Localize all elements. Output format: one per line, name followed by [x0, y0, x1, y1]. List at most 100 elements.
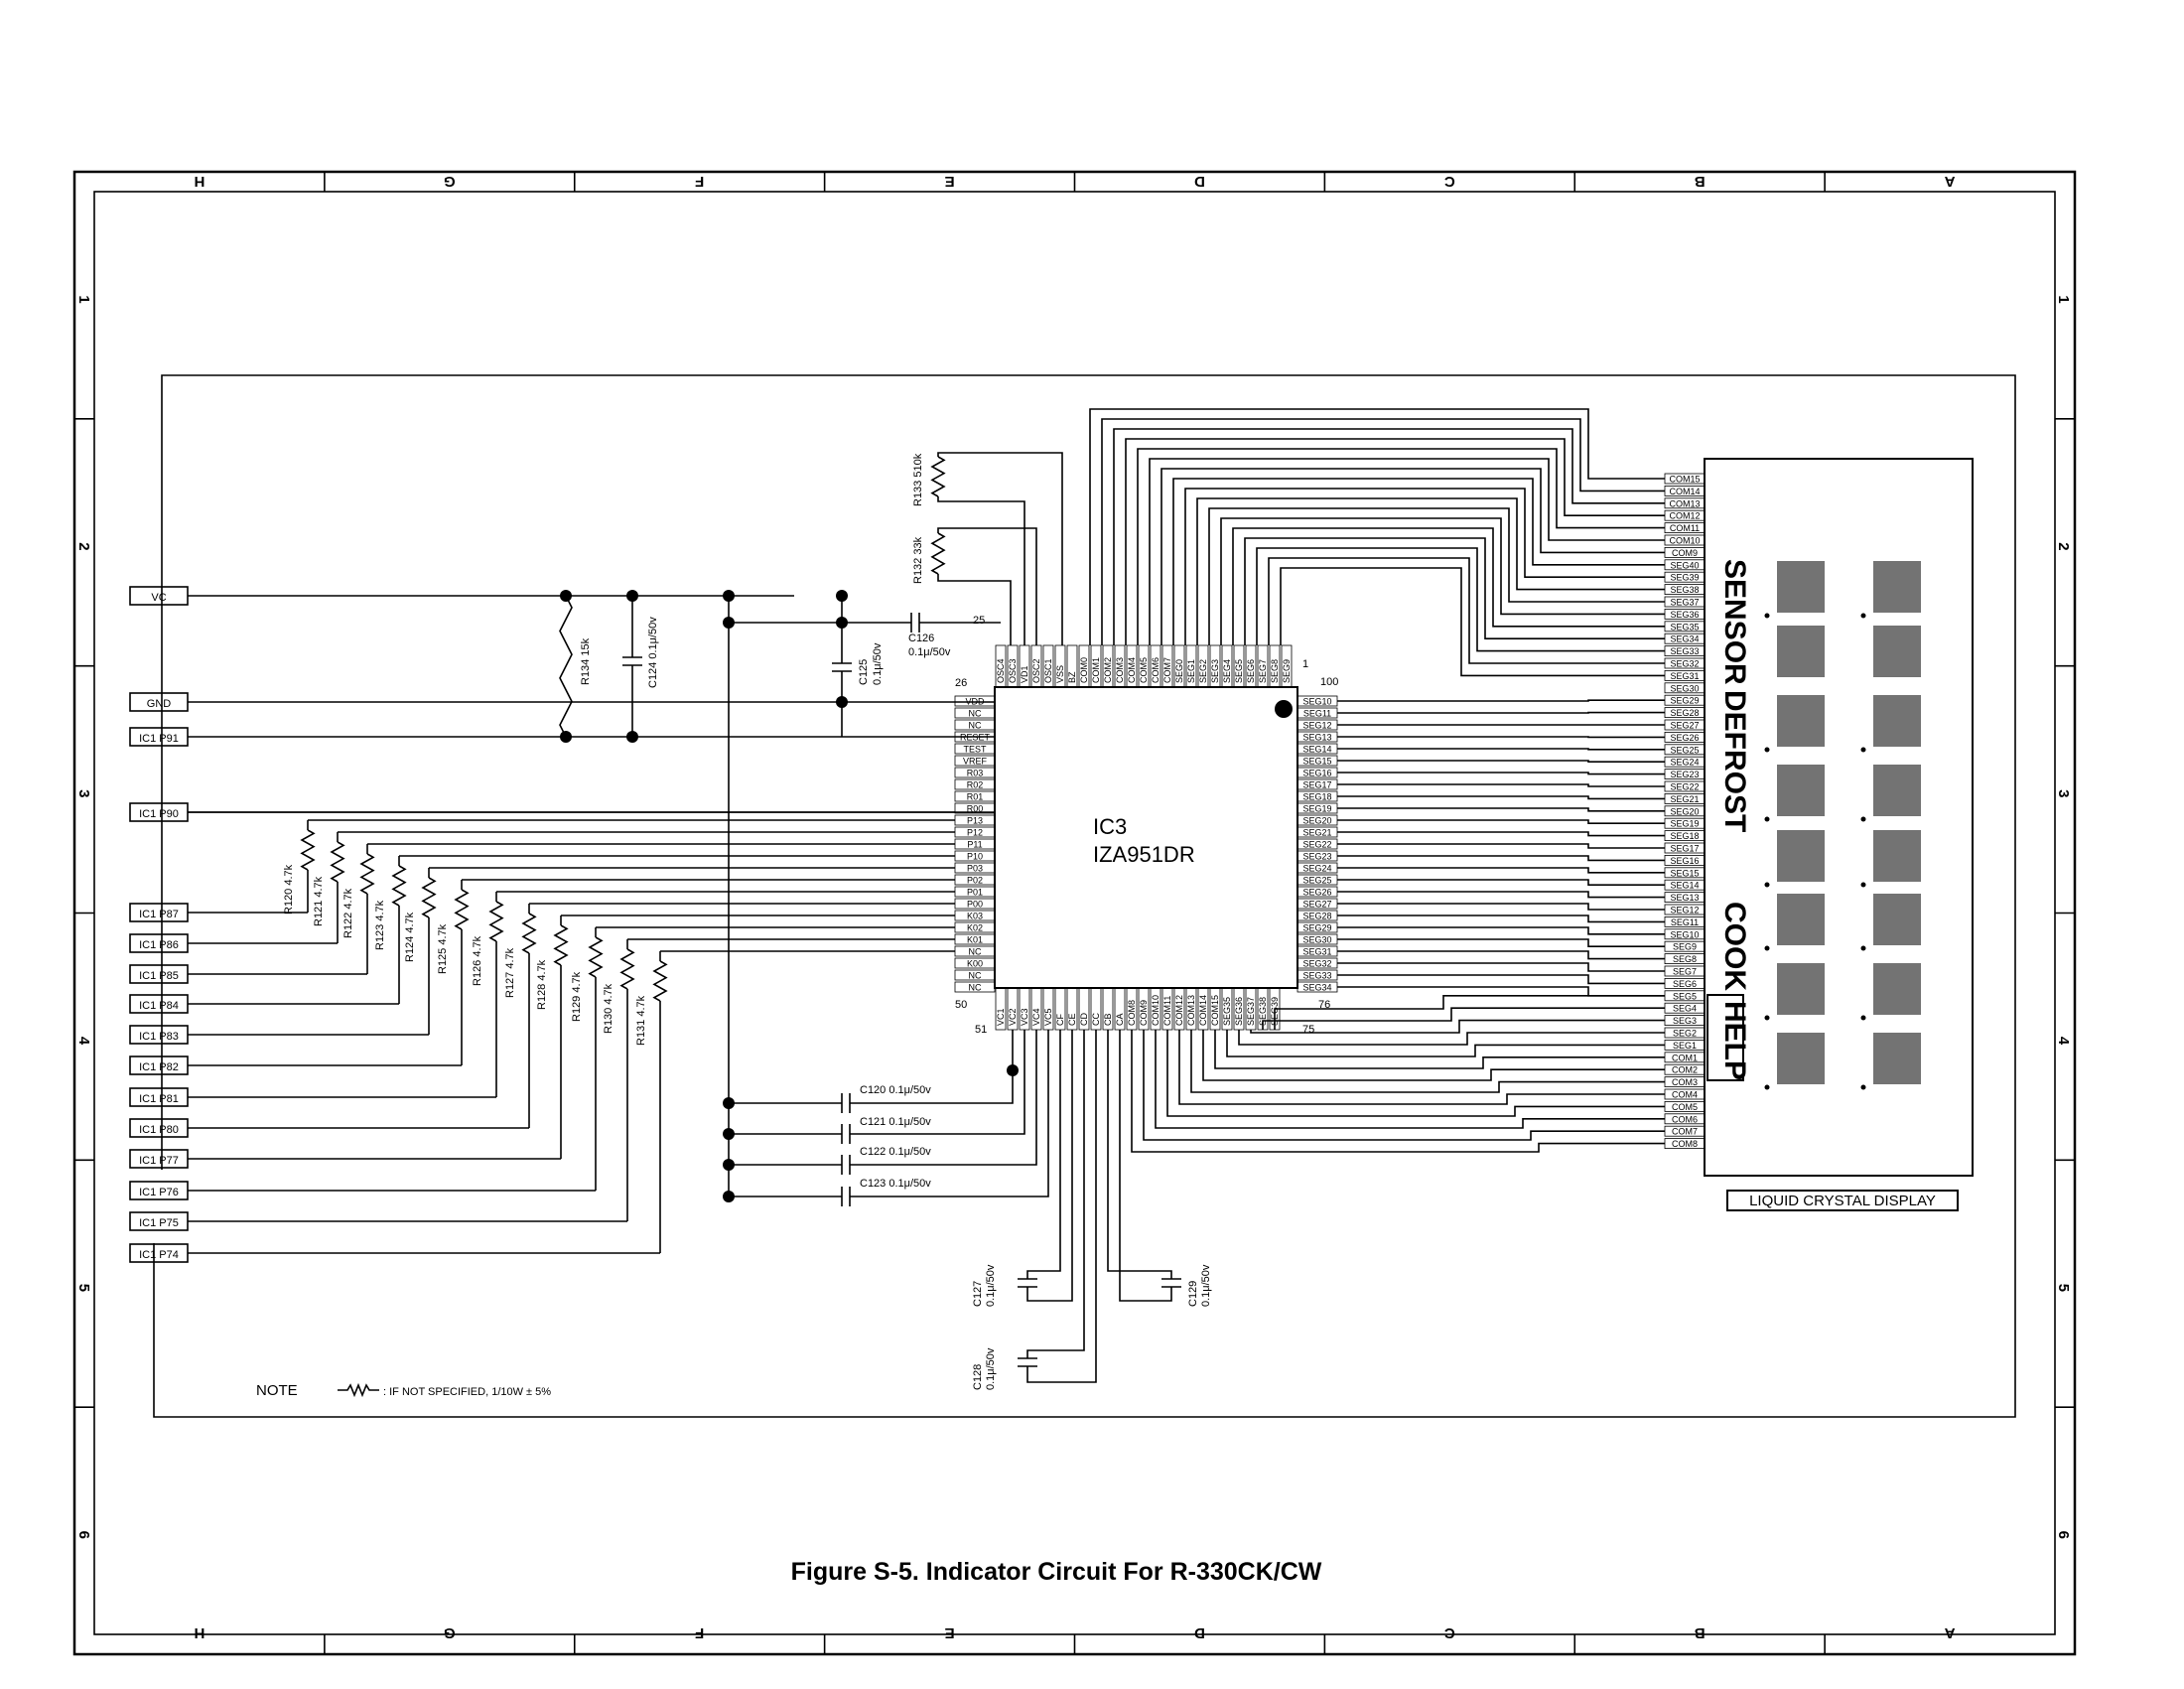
lcd-text-help: HELP	[1718, 1001, 1751, 1080]
lcd-digit-block	[1777, 765, 1825, 816]
zone-col-top: A	[1944, 173, 1955, 190]
ic-right-pin: SEG21	[1302, 828, 1331, 838]
ic-to-lcd-seg	[1337, 749, 1665, 750]
ic-bottom-pin: CB	[1103, 1013, 1113, 1026]
junction-dot	[560, 731, 572, 743]
c129-lead	[1120, 1030, 1171, 1301]
lcd-pin: COM10	[1669, 536, 1700, 546]
ic-right-pin: SEG19	[1302, 804, 1331, 814]
lcd-pin: SEG21	[1670, 794, 1699, 804]
lcd-pin: COM1	[1672, 1053, 1698, 1062]
ic-left-pin: P11	[967, 840, 982, 850]
ladder-resistor	[423, 878, 435, 917]
ic-right-pin: SEG10	[1302, 697, 1331, 707]
lcd-pin: SEG19	[1670, 819, 1699, 829]
connector-pin-label: VC	[151, 592, 166, 604]
ic3-pin-75: 75	[1302, 1024, 1314, 1036]
ic-top-pin: SEG9	[1282, 659, 1292, 683]
lcd-digit-dot	[1765, 748, 1770, 753]
connector-pin-label: GND	[147, 698, 172, 710]
ic-bottom-pin: SEG36	[1234, 997, 1244, 1026]
connector-pin-label: IC1 P83	[139, 1031, 179, 1043]
ic-to-lcd-seg	[1337, 963, 1665, 971]
connector-pin-label: IC1 P82	[139, 1061, 179, 1073]
label-c123: C123 0.1μ/50v	[860, 1178, 931, 1190]
zone-row-left: 5	[75, 1284, 92, 1292]
ic-top-to-lcd	[1233, 528, 1665, 645]
ic-to-lcd-seg	[1337, 832, 1665, 836]
ic-to-lcd-seg	[1337, 761, 1665, 762]
resistor-r134	[560, 596, 572, 737]
lcd-digit-dot	[1765, 614, 1770, 619]
lcd-pin: COM15	[1669, 475, 1700, 485]
ladder-resistor	[302, 830, 314, 870]
ic-to-lcd-seg	[1337, 808, 1665, 811]
ic-left-pin: K03	[967, 912, 983, 921]
ic3-part: IZA951DR	[1093, 842, 1195, 867]
zone-col-bottom: G	[444, 1624, 456, 1641]
ic-left-pin: P10	[967, 852, 983, 862]
ic-right-pin: SEG15	[1302, 757, 1331, 767]
connector-pin-label: IC1 P77	[139, 1155, 179, 1167]
lcd-pin: COM3	[1672, 1077, 1698, 1087]
ic-right-pin: SEG12	[1302, 721, 1331, 731]
label-r134: R134 15k	[580, 637, 592, 685]
r132-wire	[938, 574, 1011, 645]
connector-pin-label: IC1 P91	[139, 733, 179, 745]
ic-top-pin: SEG8	[1270, 659, 1280, 683]
lcd-pin: SEG10	[1670, 929, 1699, 939]
connector-pin-label: IC1 P90	[139, 808, 179, 820]
ladder-resistor	[555, 925, 567, 965]
lcd-digit-dot	[1861, 883, 1866, 888]
lcd-pin: SEG33	[1670, 646, 1699, 656]
lcd-pin: COM4	[1672, 1090, 1698, 1100]
ladder-label: R130 4.7k	[603, 983, 614, 1034]
zone-row-right: 5	[2055, 1284, 2072, 1292]
lcd-pin: SEG8	[1673, 954, 1697, 964]
lcd-pin: SEG23	[1670, 770, 1699, 779]
ic-right-pin: SEG16	[1302, 769, 1331, 778]
ic-bottom-pin: SEG37	[1246, 997, 1256, 1026]
ic-left-pin: R02	[967, 780, 984, 790]
label-c125a: C125	[858, 659, 870, 685]
lcd-digit-dot	[1765, 1016, 1770, 1021]
ic-bottom-pin: CA	[1115, 1013, 1125, 1026]
note-label: NOTE	[256, 1382, 298, 1399]
ic-bottom-pin: COM9	[1139, 1000, 1149, 1026]
ladder-resistor	[332, 842, 343, 882]
zone-col-top: F	[695, 173, 704, 190]
label-c128b: 0.1μ/50v	[985, 1347, 997, 1390]
lcd-pin: COM9	[1672, 548, 1698, 558]
zone-col-bottom: A	[1944, 1624, 1955, 1641]
zone-row-right: 2	[2055, 542, 2072, 550]
lcd-pin: SEG39	[1670, 573, 1699, 583]
lcd-pin: SEG6	[1673, 979, 1697, 989]
zone-row-left: 6	[75, 1531, 92, 1539]
ic-top-to-lcd	[1245, 538, 1665, 645]
ic-bottom-pin: VC1	[996, 1008, 1006, 1026]
ic-right-pin: SEG32	[1302, 959, 1331, 969]
ic-to-lcd-seg	[1337, 939, 1665, 946]
ic-top-pin: OSC1	[1043, 658, 1053, 683]
ic-right-pin: SEG27	[1302, 900, 1331, 910]
lcd-pin: SEG31	[1670, 671, 1699, 681]
ic-right-pin: SEG13	[1302, 733, 1331, 743]
ladder-resistor	[621, 949, 633, 989]
ic-bottom-to-lcd	[1203, 1030, 1665, 1080]
ladder-resistor	[361, 854, 373, 894]
ic-top-pin: SEG2	[1198, 659, 1208, 683]
ic3-pin-100: 100	[1320, 676, 1338, 688]
lcd-digit-block	[1873, 626, 1921, 677]
ic-to-lcd-seg	[1337, 915, 1665, 921]
ic-bottom-pin: COM10	[1151, 995, 1160, 1026]
lcd-pin: COM11	[1670, 523, 1700, 533]
resistor-r132	[932, 533, 944, 574]
ic-bottom-pin: COM11	[1162, 996, 1172, 1026]
zone-col-bottom: C	[1444, 1624, 1455, 1641]
ic-right-pin: SEG22	[1302, 840, 1331, 850]
ic-top-pin: COM0	[1079, 657, 1089, 683]
lcd-pin: SEG37	[1670, 598, 1699, 608]
ladder-label: R129 4.7k	[571, 971, 583, 1022]
